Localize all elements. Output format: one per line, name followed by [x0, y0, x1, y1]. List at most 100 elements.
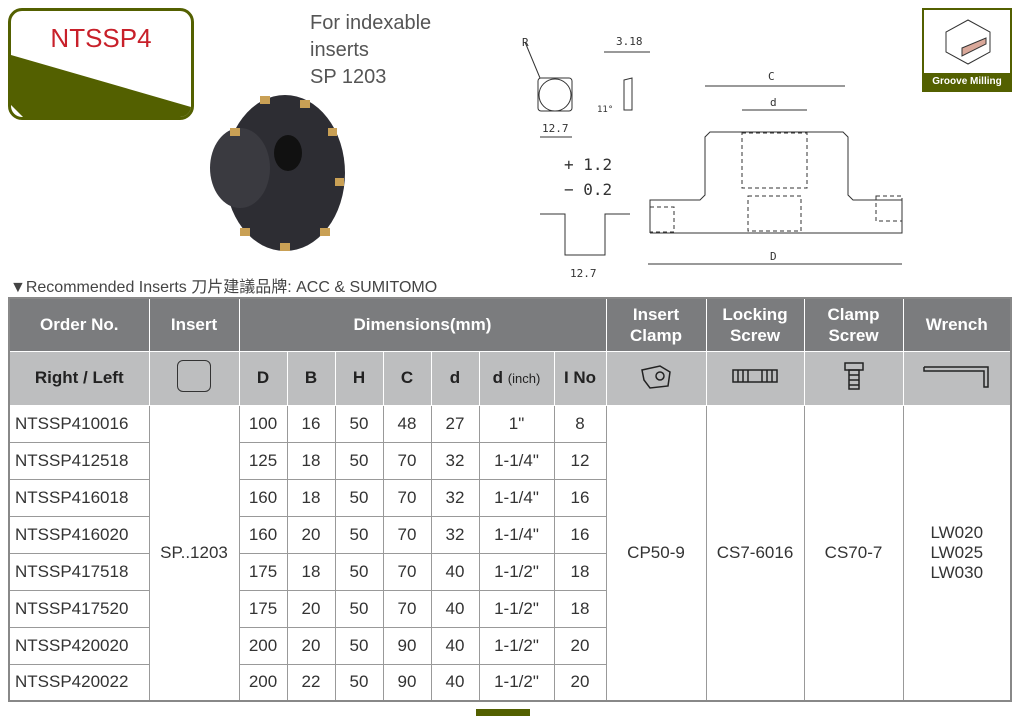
page-marker — [476, 709, 530, 716]
dimension-cell: 16 — [286, 404, 336, 443]
dimension-cell: 50 — [334, 552, 384, 591]
header-d-inch: d (inch) — [478, 350, 555, 406]
dimension-cell: 48 — [382, 404, 432, 443]
svg-text:12.7: 12.7 — [542, 122, 569, 135]
dimension-cell: 12 — [553, 441, 607, 480]
svg-text:d: d — [770, 96, 777, 109]
dimension-cell: 20 — [286, 515, 336, 554]
desc-line: inserts — [310, 39, 369, 61]
dimension-cell: 1-1/4" — [478, 478, 555, 517]
dimension-cell: 18 — [553, 589, 607, 628]
svg-text:12.7: 12.7 — [570, 267, 597, 280]
badge-label: Groove Milling — [924, 73, 1010, 90]
dimension-cell: 175 — [238, 589, 288, 628]
header-right-left: Right / Left — [8, 350, 150, 406]
cutter-image — [210, 95, 345, 251]
dimension-cell: 70 — [382, 441, 432, 480]
dimension-cell: 50 — [334, 663, 384, 702]
dimension-cell: 200 — [238, 663, 288, 702]
insert-cell: SP..1203 — [148, 404, 240, 702]
svg-text:3.18: 3.18 — [616, 35, 643, 48]
order-no-cell: NTSSP416020 — [8, 515, 150, 554]
wrench-icon — [902, 350, 1012, 406]
clamp-screw-icon — [803, 350, 904, 406]
dimension-cell: 125 — [238, 441, 288, 480]
locking-screw-cell: CS7-6016 — [705, 404, 805, 702]
desc-line: For indexable — [310, 12, 432, 34]
dimension-cell: 160 — [238, 478, 288, 517]
dimension-cell: 1-1/2" — [478, 663, 555, 702]
svg-text:C: C — [768, 70, 775, 83]
dimension-cell: 1-1/4" — [478, 441, 555, 480]
dimension-cell: 40 — [430, 626, 480, 665]
dimension-cell: 40 — [430, 589, 480, 628]
technical-drawing: R 12.7 3.18 11° + 1.2 − 0.2 12.7 C d D H… — [522, 35, 903, 280]
product-title: NTSSP4 — [50, 23, 152, 53]
order-no-cell: NTSSP417520 — [8, 589, 150, 628]
dimension-cell: 1" — [478, 404, 555, 443]
header-wrench: Wrench — [902, 297, 1012, 352]
dimension-cell: 32 — [430, 478, 480, 517]
dimension-cell: 22 — [286, 663, 336, 702]
dimension-cell: 50 — [334, 515, 384, 554]
header-i-no: I No — [553, 350, 607, 406]
svg-text:11°: 11° — [597, 105, 613, 115]
dimension-cell: 20 — [553, 626, 607, 665]
dimension-cell: 1-1/4" — [478, 515, 555, 554]
dimension-cell: 90 — [382, 626, 432, 665]
dimension-cell: 175 — [238, 552, 288, 591]
header-order-no: Order No. — [8, 297, 150, 352]
dimension-cell: 18 — [286, 552, 336, 591]
header-insert: Insert — [148, 297, 240, 352]
header-d: d — [430, 350, 480, 406]
order-no-cell: NTSSP420020 — [8, 626, 150, 665]
dimension-cell: 70 — [382, 589, 432, 628]
dimension-cell: 20 — [286, 626, 336, 665]
header-clamp-screw: Clamp Screw — [803, 297, 904, 352]
header-D: D — [238, 350, 288, 406]
product-table: Order No. Insert Dimensions(mm) Insert C… — [8, 297, 1012, 702]
order-no-cell: NTSSP417518 — [8, 552, 150, 591]
dimension-cell: 20 — [553, 663, 607, 702]
dimension-cell: 16 — [553, 515, 607, 554]
dimension-cell: 50 — [334, 589, 384, 628]
description: For indexable inserts SP 1203 — [310, 10, 431, 91]
recommended-inserts-note: ▼Recommended Inserts 刀片建議品牌: ACC & SUMIT… — [10, 279, 438, 296]
insert-shape-icon — [148, 350, 240, 406]
desc-line: SP 1203 — [310, 66, 387, 88]
header-H: H — [334, 350, 384, 406]
dimension-cell: 8 — [553, 404, 607, 443]
dimension-cell: 20 — [286, 589, 336, 628]
dimension-cell: 70 — [382, 552, 432, 591]
dimension-cell: 40 — [430, 663, 480, 702]
dimension-cell: 160 — [238, 515, 288, 554]
order-no-cell: NTSSP412518 — [8, 441, 150, 480]
svg-text:− 0.2: − 0.2 — [564, 180, 612, 199]
svg-text:D: D — [770, 250, 777, 263]
dimension-cell: 100 — [238, 404, 288, 443]
dimension-cell: 1-1/2" — [478, 626, 555, 665]
dimension-cell: 70 — [382, 515, 432, 554]
svg-text:R: R — [522, 36, 529, 49]
dimension-cell: 16 — [553, 478, 607, 517]
dimension-cell: 70 — [382, 478, 432, 517]
dimension-cell: 90 — [382, 663, 432, 702]
header-locking-screw: Locking Screw — [705, 297, 805, 352]
dimension-cell: 50 — [334, 404, 384, 443]
dimension-cell: 27 — [430, 404, 480, 443]
dimension-cell: 40 — [430, 552, 480, 591]
header-B: B — [286, 350, 336, 406]
dimension-cell: 50 — [334, 626, 384, 665]
dimension-cell: 1-1/2" — [478, 552, 555, 591]
wrench-item: LW020 — [930, 522, 984, 542]
groove-milling-icon — [945, 19, 991, 65]
dimension-cell: 1-1/2" — [478, 589, 555, 628]
product-logo: NTSSP4 — [8, 8, 194, 120]
